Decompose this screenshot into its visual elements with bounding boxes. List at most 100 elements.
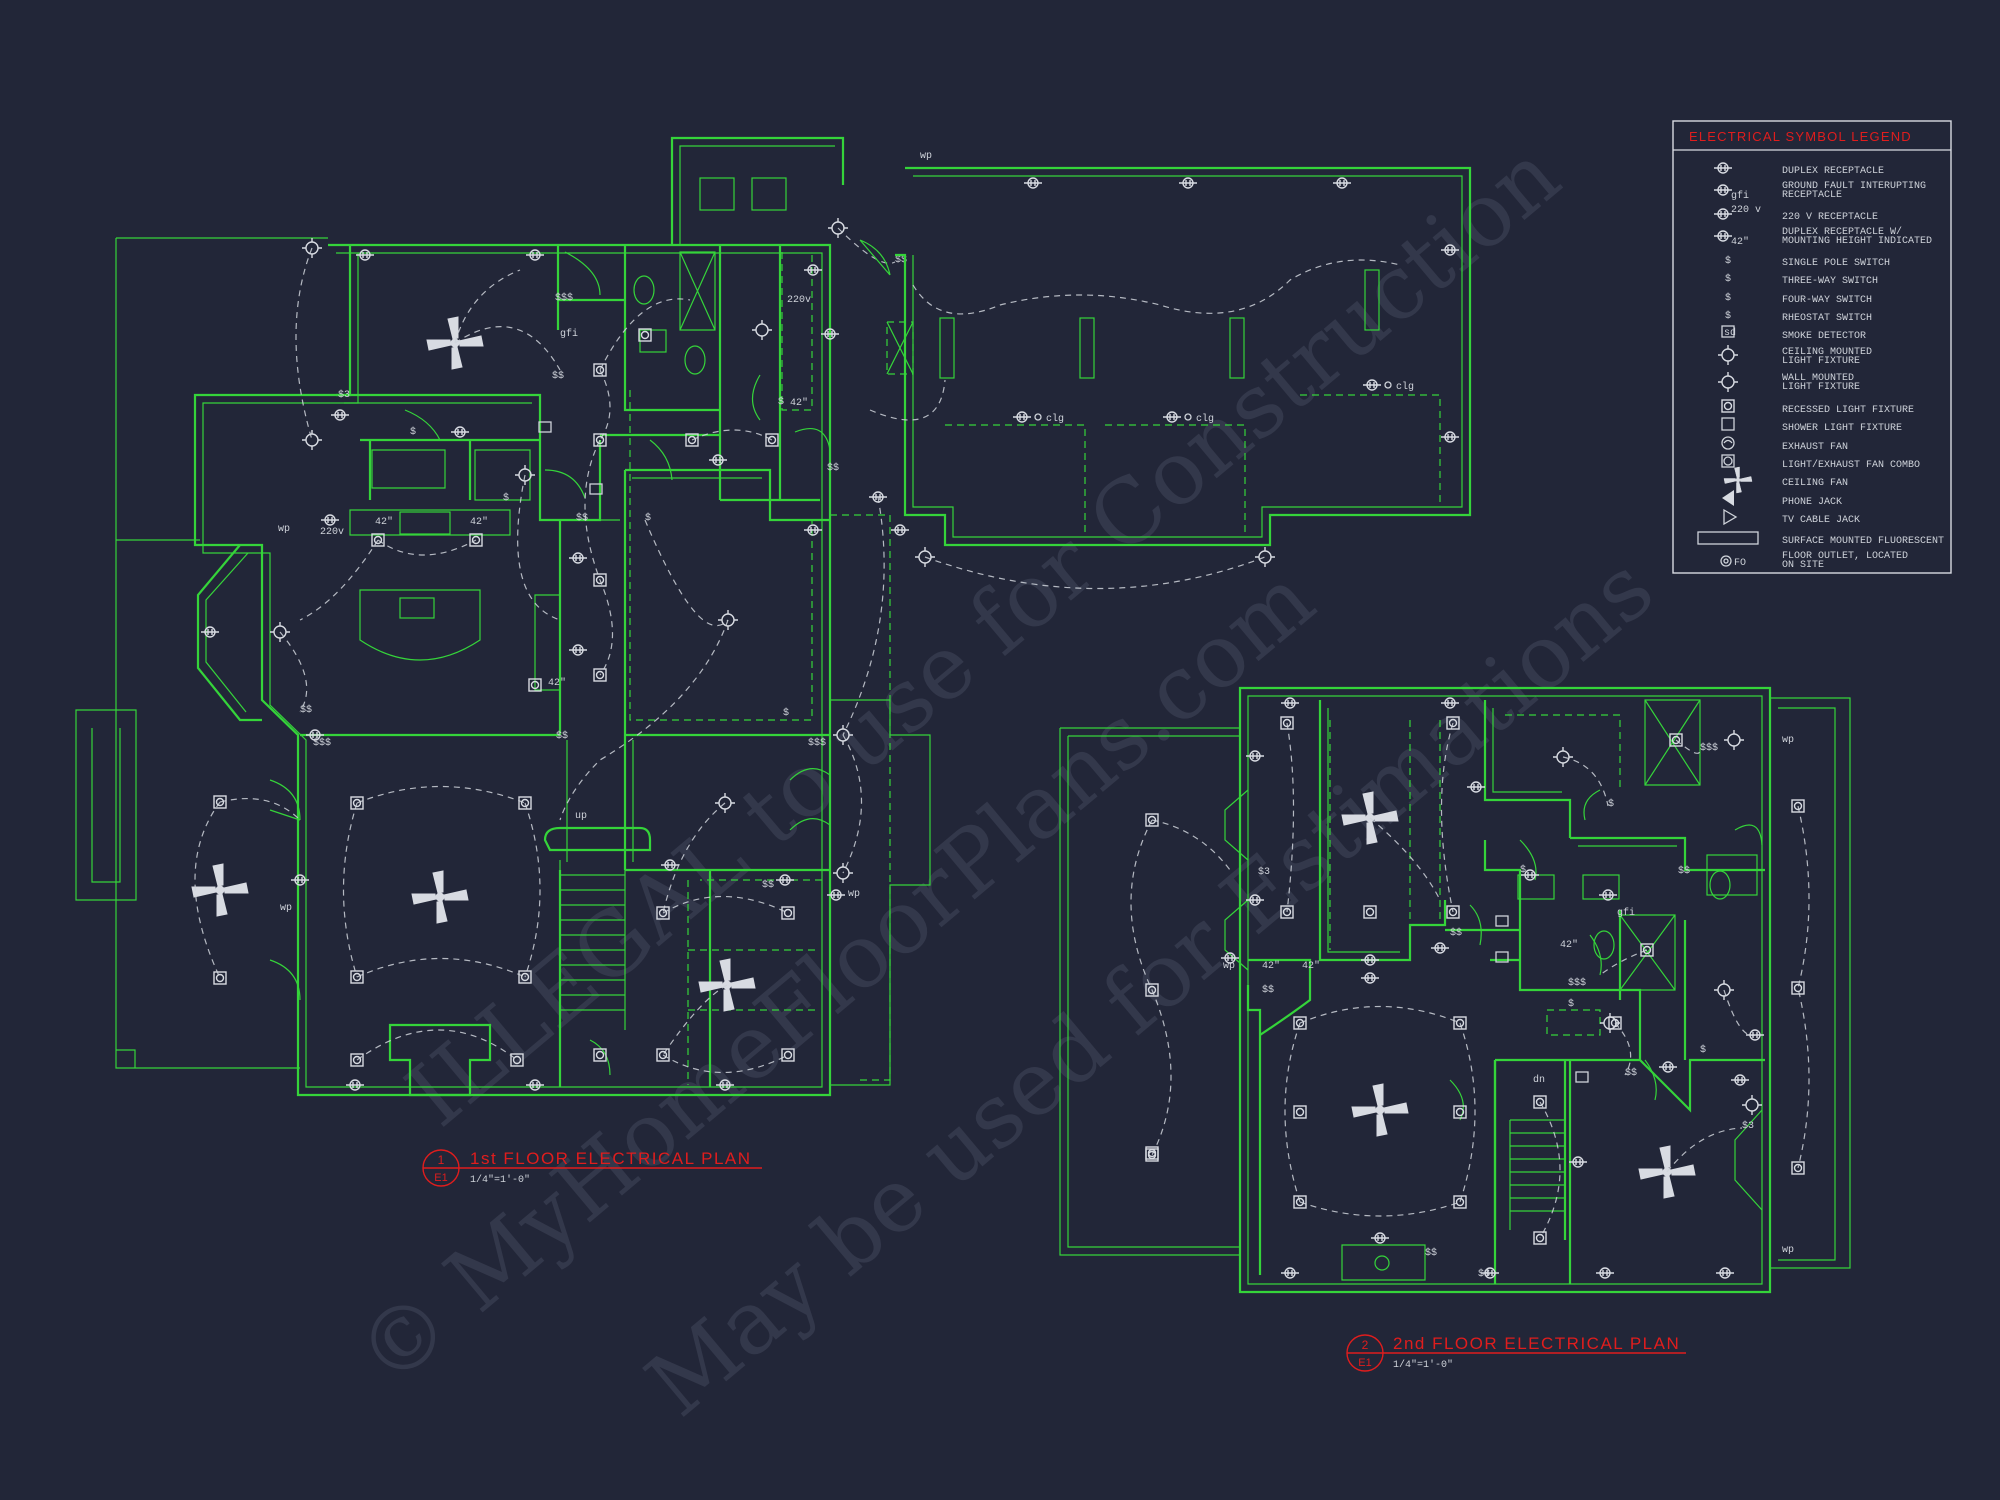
window-seat: [1341, 1244, 1426, 1281]
chimney-flue-1: [699, 177, 735, 211]
recessed-light-icon: [1363, 905, 1377, 919]
legend-label: TV CABLE JACK: [1782, 515, 1860, 526]
floor-outlet-icon: [1184, 413, 1192, 421]
duplex-receptacle-icon: [355, 249, 375, 261]
legend-labels: DUPLEX RECEPTACLE GROUND FAULT INTERUPTIN…: [1782, 166, 1944, 571]
legend-label: FOUR-WAY SWITCH: [1782, 295, 1872, 306]
annotation-clg: clg: [1046, 413, 1064, 425]
stair-2nd: [1493, 1060, 1567, 1240]
legend-label: GROUND FAULT INTERUPTING: [1782, 181, 1926, 192]
garage-door-swing: [859, 239, 891, 276]
fireplace: [388, 1023, 492, 1097]
gfi-receptacle-icon: gfi: [1713, 184, 1749, 202]
garage-column: [939, 317, 955, 379]
duplex-receptacle-icon: [1715, 1267, 1735, 1279]
cooktop: [399, 511, 451, 535]
legend-label-line-2: RECEPTACLE: [1782, 190, 1842, 201]
three-way-switch-icon: $: [1725, 273, 1731, 285]
three-way-switch-icon: $3: [338, 389, 350, 401]
smoke-detector-icon: [538, 421, 552, 433]
duplex-receptacle-icon: [775, 874, 795, 886]
annotation-220v-laundry: 220v: [787, 295, 811, 306]
garage-wiring: [869, 259, 1401, 590]
annotation-42: 42": [790, 397, 808, 409]
220v-mark: 220 v: [1731, 205, 1761, 216]
toilet-3: [1593, 930, 1615, 960]
legend-label: WALL MOUNTED: [1782, 373, 1854, 384]
shower-stall-1: [679, 251, 716, 331]
duplex-receptacle-icon: [803, 264, 823, 276]
legend-label: SHOWER LIGHT FIXTURE: [1782, 423, 1902, 434]
recessed-light-icon: [593, 1048, 607, 1062]
duplex-receptacle-icon: [1713, 162, 1733, 174]
duplex-receptacle-icon: [1332, 177, 1352, 189]
gfi-mark: gfi: [1731, 190, 1749, 202]
legend-label: SMOKE DETECTOR: [1782, 331, 1866, 342]
annotation-42: 42": [548, 677, 566, 689]
single-pole-switch-icon: $: [1608, 798, 1614, 810]
entry-porch-dashed: [830, 514, 891, 1081]
second-floor-recessed-lights: [1145, 716, 1805, 1245]
stair-up-label: up: [575, 811, 587, 822]
duplex-receptacle-icon: [568, 552, 588, 564]
duplex-receptacle-icon: [1280, 697, 1300, 709]
four-way-switch-icon: $$$: [808, 737, 826, 749]
legend-label: DUPLEX RECEPTACLE: [1782, 166, 1884, 177]
first-floor-wiring: [194, 227, 896, 1074]
annotation-42: 42": [1302, 960, 1320, 972]
duplex-receptacle-icon: [890, 524, 910, 536]
annotation-42: 42": [375, 516, 393, 528]
first-floor-plan: $$$ $$ $ $3 $ $$ $$$ $$ $$ $ $ $$$ $$ $ …: [75, 136, 932, 1097]
floor-outlet-icon: FO: [1720, 555, 1746, 569]
ceiling-light-icon: [1717, 344, 1739, 366]
garage-exterior-walls: [895, 166, 1472, 547]
duplex-receptacle-icon: [1360, 972, 1380, 984]
three-way-switch-icon: $$: [1262, 984, 1274, 996]
floor-outlet-icon: [1384, 381, 1392, 389]
three-way-switch-icon: $$: [762, 879, 774, 891]
second-floor-plan: dn: [1059, 686, 1851, 1294]
legend-label-line-2: ON SITE: [1782, 560, 1824, 571]
second-floor-ceiling-lights: [1552, 729, 1763, 1116]
three-way-switch-icon: $$: [300, 704, 312, 716]
three-way-switch-icon: $$: [827, 462, 839, 474]
rear-balcony-inner: [1778, 707, 1836, 1261]
duplex-receptacle-icon: [1245, 750, 1265, 762]
fluorescent-fixture-icon: [1697, 531, 1759, 545]
duplex-receptacle-icon: [330, 409, 350, 421]
legend-label: SINGLE POLE SWITCH: [1782, 258, 1890, 269]
220v-receptacle-icon: 220 v: [1713, 205, 1761, 220]
exhaust-fan-icon: [1721, 436, 1735, 450]
recessed-light-icon: [1453, 1195, 1467, 1209]
ceiling-light-icon: [1723, 729, 1745, 751]
smoke-detector-icon: [1575, 1071, 1589, 1083]
door-swings: [269, 251, 831, 1076]
garage-plan: clg clg clg: [859, 166, 1472, 590]
shower-stall-3: [1619, 914, 1676, 991]
legend-label: SURFACE MOUNTED FLUORESCENT: [1782, 536, 1944, 547]
duplex-receptacle-icon: [1362, 379, 1382, 391]
second-floor-switches: $3 $$ $$ $$ $$ $ $$$ $ $ $$ $$$ $$ $ $3: [1258, 742, 1754, 1280]
garage-ceiling-receptacles: clg clg clg: [1012, 379, 1414, 425]
single-pole-switch-icon: $: [410, 426, 416, 438]
closet-shelving: [629, 252, 813, 721]
phone-jack-icon: [1722, 490, 1734, 506]
three-way-switch-icon: $3: [1742, 1120, 1754, 1132]
stair-down-label: dn: [1533, 1074, 1545, 1086]
legend-label: 220 V RECEPTACLE: [1782, 212, 1878, 223]
legend-label: RHEOSTAT SWITCH: [1782, 313, 1872, 324]
annotation-wp: wp: [848, 889, 860, 900]
ceiling-light-icon: [1741, 1094, 1763, 1116]
kitchen-island: [359, 589, 481, 661]
three-way-switch-icon: $: [783, 707, 789, 719]
annotation-wp: wp: [1782, 735, 1794, 746]
duplex-receptacle-icon: [1280, 1267, 1300, 1279]
single-pole-switch-icon: $: [1725, 255, 1731, 267]
legend-symbols: gfi 220 v 42" $ $ $ $ sd FO: [1697, 162, 1761, 569]
recessed-light-icon: [1453, 1105, 1467, 1119]
four-way-switch-icon: $$$: [313, 737, 331, 749]
recessed-light-icon: [213, 971, 227, 985]
four-way-switch-icon: $$$: [1700, 742, 1718, 754]
annotation-42: 42": [1560, 939, 1578, 951]
four-way-switch-icon: $: [1725, 292, 1731, 304]
